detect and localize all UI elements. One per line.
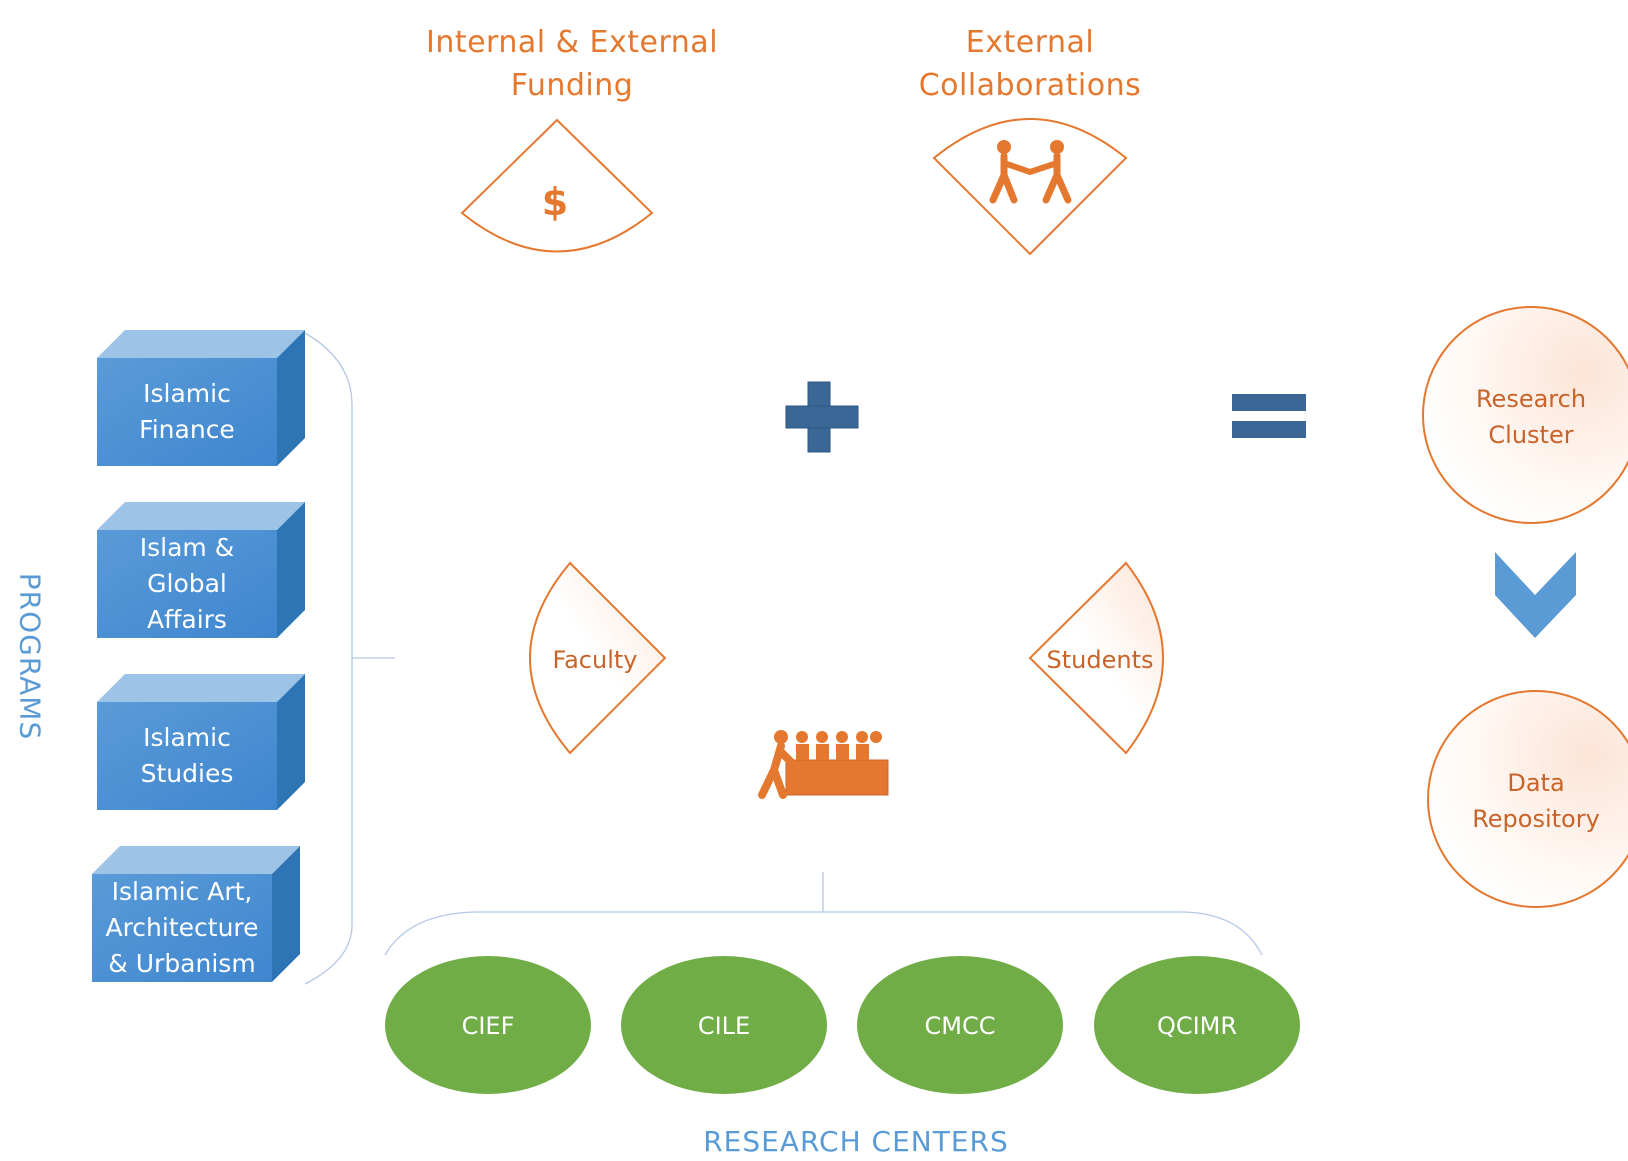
center-oval-1 — [385, 956, 591, 1094]
center-oval-4 — [1094, 956, 1300, 1094]
data-repository-circle — [1427, 690, 1628, 908]
equals-icon — [1232, 394, 1306, 438]
center-label-4: QCIMR — [1156, 1012, 1238, 1040]
research-cluster-label: Research Cluster — [1475, 385, 1587, 449]
chevron-down-icon — [1495, 552, 1576, 638]
board-of-directors-icon — [758, 730, 889, 799]
faculty-label: Faculty — [552, 646, 638, 674]
center-label-2: CILE — [697, 1012, 751, 1040]
research-centers-brace — [384, 911, 1263, 956]
center-oval-2 — [621, 956, 827, 1094]
program-label-3: Islamic Studies — [140, 723, 234, 788]
programs-label: PROGRAMS — [13, 572, 47, 741]
research-centers-label: RESEARCH CENTERS — [703, 1125, 1009, 1158]
data-repository-label: Data Repository — [1472, 769, 1600, 833]
programs-brace — [304, 332, 353, 985]
dollar-icon: $ — [541, 180, 569, 224]
students-label: Students — [1046, 646, 1154, 674]
program-label-1: Islamic Finance — [139, 379, 235, 444]
collaborations-wedge — [932, 118, 1128, 256]
center-label-3: CMCC — [924, 1012, 996, 1040]
program-box-4 — [92, 846, 300, 982]
center-label-1: CIEF — [461, 1012, 515, 1040]
students-wedge — [1028, 561, 1164, 755]
funding-title: Internal & External Funding — [425, 25, 719, 103]
handshake-people-icon — [989, 140, 1072, 204]
collaborations-title: External Collaborations — [918, 25, 1142, 103]
program-label-2: Islam & Global Affairs — [139, 533, 235, 634]
program-box-1 — [97, 330, 305, 466]
center-oval-3 — [857, 956, 1063, 1094]
funding-wedge — [460, 118, 654, 253]
research-cluster-circle — [1422, 306, 1628, 524]
program-label-4: Islamic Art, Architecture & Urbanism — [105, 877, 259, 978]
program-box-2 — [97, 502, 305, 638]
plus-icon — [785, 381, 859, 453]
faculty-wedge — [529, 561, 667, 755]
program-box-3 — [97, 674, 305, 810]
